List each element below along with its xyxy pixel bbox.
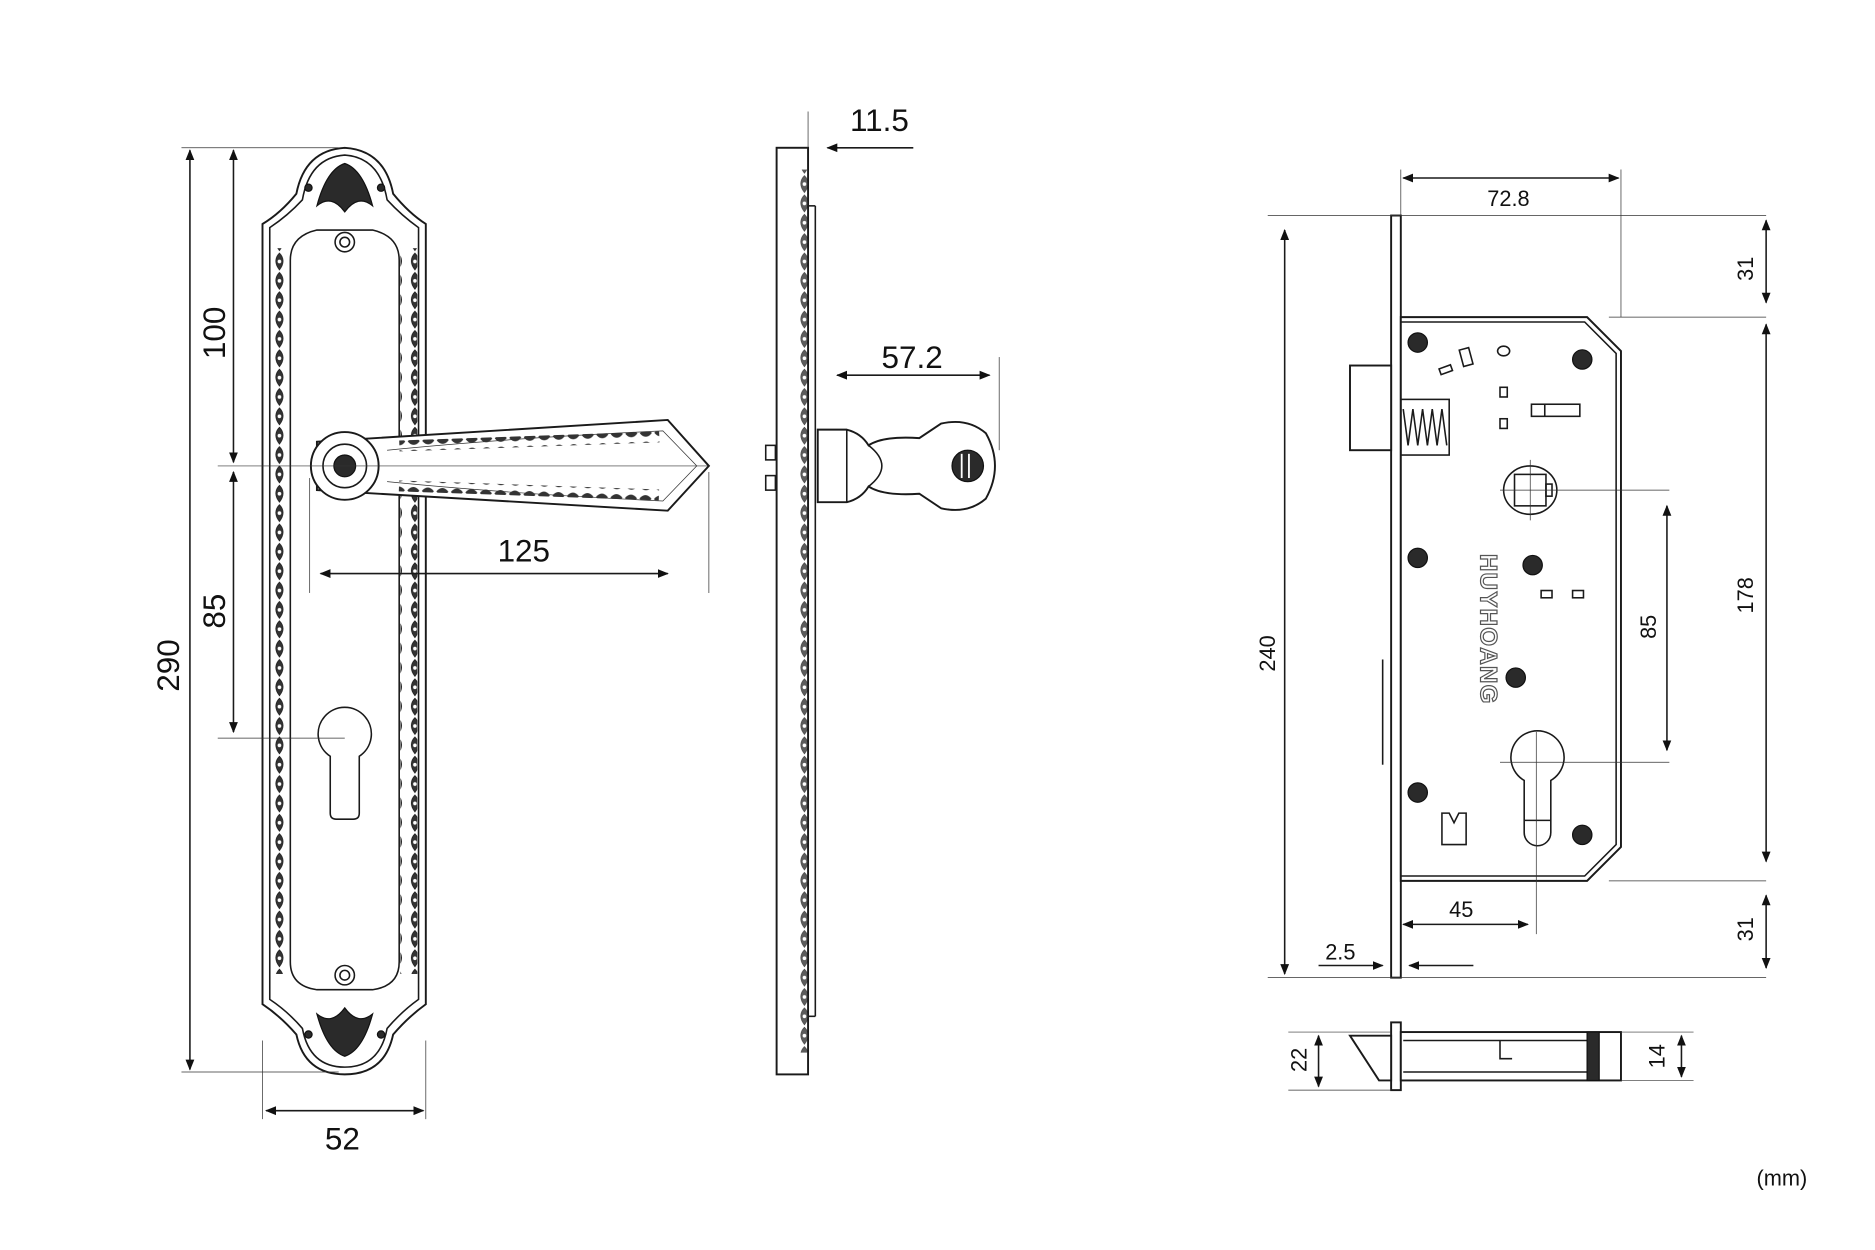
- screw-hole-bottom: [334, 964, 356, 986]
- dim-body-thickness: 14: [1645, 1044, 1670, 1068]
- latch-spring: [1402, 408, 1448, 446]
- units-label: (mm): [1756, 1166, 1807, 1191]
- dim-center-distance: 85: [1636, 615, 1661, 639]
- dim-faceplate-width: 22: [1286, 1048, 1311, 1072]
- dim-body-depth: 72.8: [1487, 186, 1529, 211]
- latch-bolt: [1349, 364, 1393, 452]
- dim-handle-length: 125: [498, 533, 550, 568]
- brand-logo: HUYHOANG: [1475, 554, 1502, 705]
- left-chain-ornament: [270, 248, 288, 974]
- dim-top-to-handle: 100: [197, 307, 232, 359]
- dim-top-offset: 31: [1733, 257, 1758, 281]
- dim-handle-to-keyhole: 85: [197, 594, 232, 629]
- backplate-outline: [261, 146, 427, 1076]
- right-chain-ornament: [400, 248, 418, 974]
- lock-screws: [1407, 332, 1593, 846]
- cylinder-hole: [1510, 730, 1565, 847]
- dim-body-height: 178: [1733, 577, 1758, 613]
- lock-faceplate: [1390, 214, 1402, 979]
- screw-hole-top: [334, 231, 356, 253]
- dim-plate-thickness: 11.5: [850, 103, 909, 138]
- dim-handle-projection: 57.2: [882, 340, 943, 375]
- handle-side-view: 11.5 57.2: [764, 103, 1000, 1076]
- bottom-leaf-ornament: [304, 1006, 386, 1057]
- dim-faceplate-height: 240: [1255, 635, 1280, 671]
- dim-plate-height: 290: [151, 639, 186, 691]
- dim-plate-width: 52: [325, 1121, 360, 1156]
- front-dimensions: [181, 147, 710, 1120]
- dim-faceplate-thickness: 2.5: [1325, 939, 1355, 964]
- keyhole: [317, 706, 373, 820]
- mortise-lock-view: HUYHOANG 72.8 31 178 31 85 240 45 2.5: [1255, 169, 1771, 979]
- handle-front-view: 290 100 85 125 52: [151, 146, 711, 1156]
- lock-body: [1399, 316, 1622, 882]
- dim-bottom-offset: 31: [1733, 917, 1758, 941]
- top-leaf-ornament: [304, 162, 386, 213]
- dim-backset: 45: [1449, 897, 1473, 922]
- bottom-latch: [1348, 1034, 1393, 1082]
- lock-bottom-view: 22 14: [1286, 1021, 1694, 1092]
